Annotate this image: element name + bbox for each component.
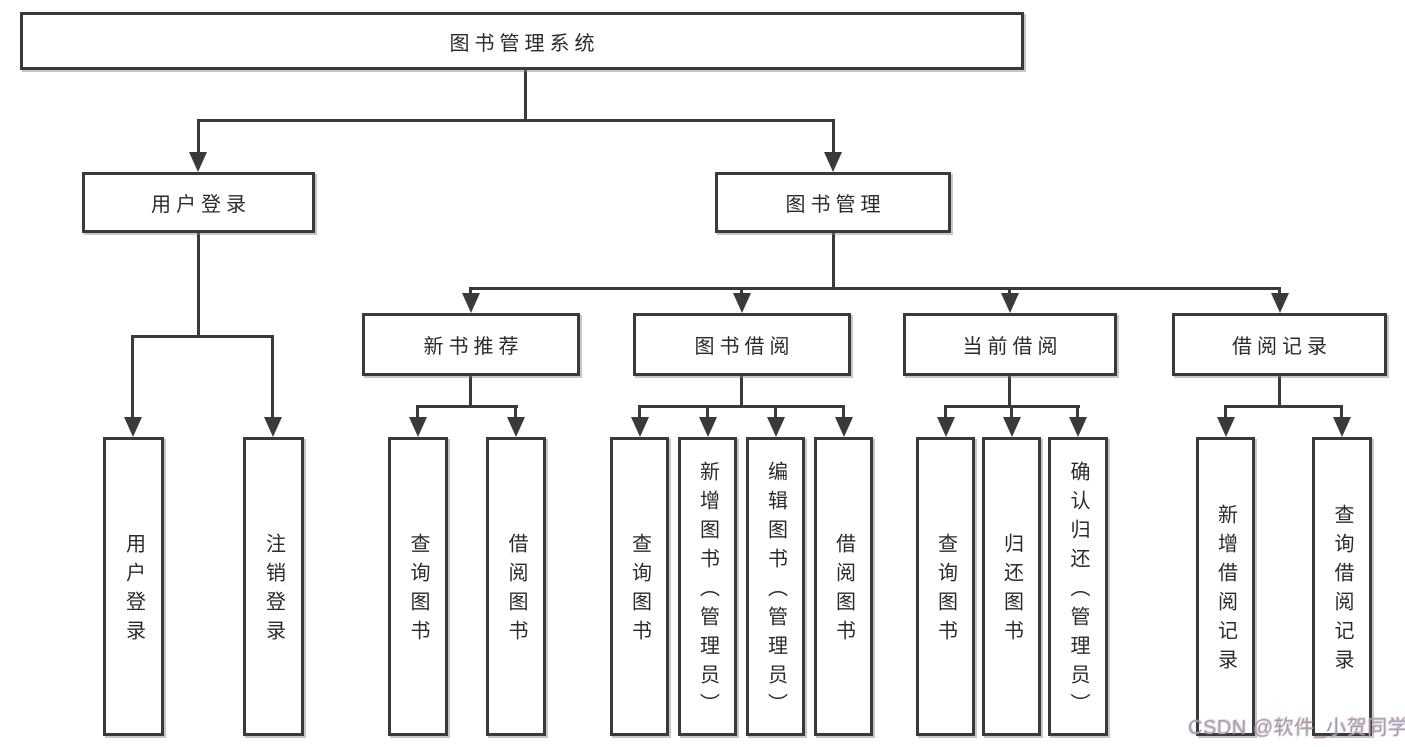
leaf-confirm-return-admin: 确认归还（管理员）: [1048, 437, 1108, 736]
connector-g5-leaf2-drop: [1340, 405, 1343, 419]
node-book-management: 图书管理: [715, 172, 951, 233]
connector-borrowing-records-branch: [1224, 405, 1343, 408]
node-user-login: 用户登录: [82, 172, 315, 233]
leaf-recommend-borrow-books: 借阅图书: [486, 437, 546, 736]
connector-book-management-drop: [832, 119, 835, 155]
arrowhead-g3-borrow-books: [835, 417, 853, 437]
arrowhead-g3-edit-books: [767, 417, 785, 437]
leaf-recommend-query-books: 查询图书: [388, 437, 448, 736]
connector-user-login-branch: [131, 335, 274, 338]
arrowhead-current-borrowing: [1001, 293, 1019, 313]
arrowhead-book-borrowing: [733, 293, 751, 313]
connector-leaf-user-login-drop: [131, 335, 134, 421]
arrowhead-g5-add-record: [1217, 417, 1235, 437]
arrowhead-new-book-recommendation: [462, 293, 480, 313]
connector-g3-leaf3-drop: [774, 405, 777, 419]
arrowhead-g3-query-books: [631, 417, 649, 437]
connector-g5-leaf1-drop: [1224, 405, 1227, 419]
connector-borrowing-records-drop: [1278, 287, 1281, 295]
arrowhead-leaf-logout: [264, 417, 282, 437]
node-current-borrowing: 当前借阅: [903, 313, 1117, 376]
arrowhead-g3-add-books: [699, 417, 717, 437]
node-library-management-system: 图书管理系统: [20, 12, 1024, 70]
connector-current-borrowing-drop: [1008, 287, 1011, 295]
connector-g2-leaf2-drop: [514, 405, 517, 419]
connector-g2-leaf1-drop: [416, 405, 419, 419]
leaf-query-borrow-record: 查询借阅记录: [1312, 437, 1372, 736]
connector-user-login-stem: [197, 233, 200, 337]
node-borrowing-records: 借阅记录: [1172, 313, 1387, 376]
arrowhead-g5-query-record: [1333, 417, 1351, 437]
connector-book-borrowing-drop: [740, 287, 743, 295]
leaf-user-login: 用户登录: [103, 437, 164, 736]
connector-new-book-stem: [469, 376, 472, 407]
connector-level2-branch: [197, 119, 835, 122]
leaf-borrowing-query-books: 查询图书: [610, 437, 669, 736]
connector-book-borrowing-branch: [638, 405, 845, 408]
arrowhead-g2-query-books: [409, 417, 427, 437]
leaf-edit-books-admin: 编辑图书（管理员）: [746, 437, 805, 736]
arrowhead-user-login: [189, 152, 207, 172]
connector-current-borrowing-stem: [1008, 376, 1011, 407]
csdn-watermark: CSDN @软件_小贺同学: [1188, 717, 1405, 739]
arrowhead-leaf-user-login: [124, 417, 142, 437]
connector-g4-leaf2-drop: [1010, 405, 1013, 419]
connector-book-management-stem: [832, 233, 835, 289]
leaf-current-query-books: 查询图书: [916, 437, 975, 736]
connector-book-borrowing-stem: [740, 376, 743, 407]
arrowhead-book-management: [824, 152, 842, 172]
arrowhead-g2-borrow-books: [507, 417, 525, 437]
leaf-add-borrow-record: 新增借阅记录: [1196, 437, 1255, 736]
connector-g4-leaf1-drop: [944, 405, 947, 419]
arrowhead-borrowing-records: [1271, 293, 1289, 313]
leaf-borrow-books: 借阅图书: [814, 437, 873, 736]
connector-user-login-drop: [197, 119, 200, 155]
connector-level3-branch: [469, 287, 1281, 290]
connector-borrowing-records-stem: [1278, 376, 1281, 407]
connector-g3-leaf1-drop: [638, 405, 641, 419]
arrowhead-g4-query-books: [937, 417, 955, 437]
leaf-return-books: 归还图书: [982, 437, 1041, 736]
arrowhead-g4-return-books: [1003, 417, 1021, 437]
connector-new-book-drop: [469, 287, 472, 295]
connector-new-book-branch: [416, 405, 518, 408]
connector-g4-leaf3-drop: [1076, 405, 1079, 419]
connector-leaf-logout-drop: [271, 335, 274, 421]
connector-g3-leaf2-drop: [706, 405, 709, 419]
leaf-add-books-admin: 新增图书（管理员）: [678, 437, 737, 736]
node-new-book-recommendation: 新书推荐: [362, 313, 580, 376]
node-book-borrowing: 图书借阅: [633, 313, 851, 376]
connector-g3-leaf4-drop: [842, 405, 845, 419]
arrowhead-g4-confirm-return: [1069, 417, 1087, 437]
leaf-logout: 注销登录: [243, 437, 304, 736]
connector-root-stem: [524, 70, 527, 120]
